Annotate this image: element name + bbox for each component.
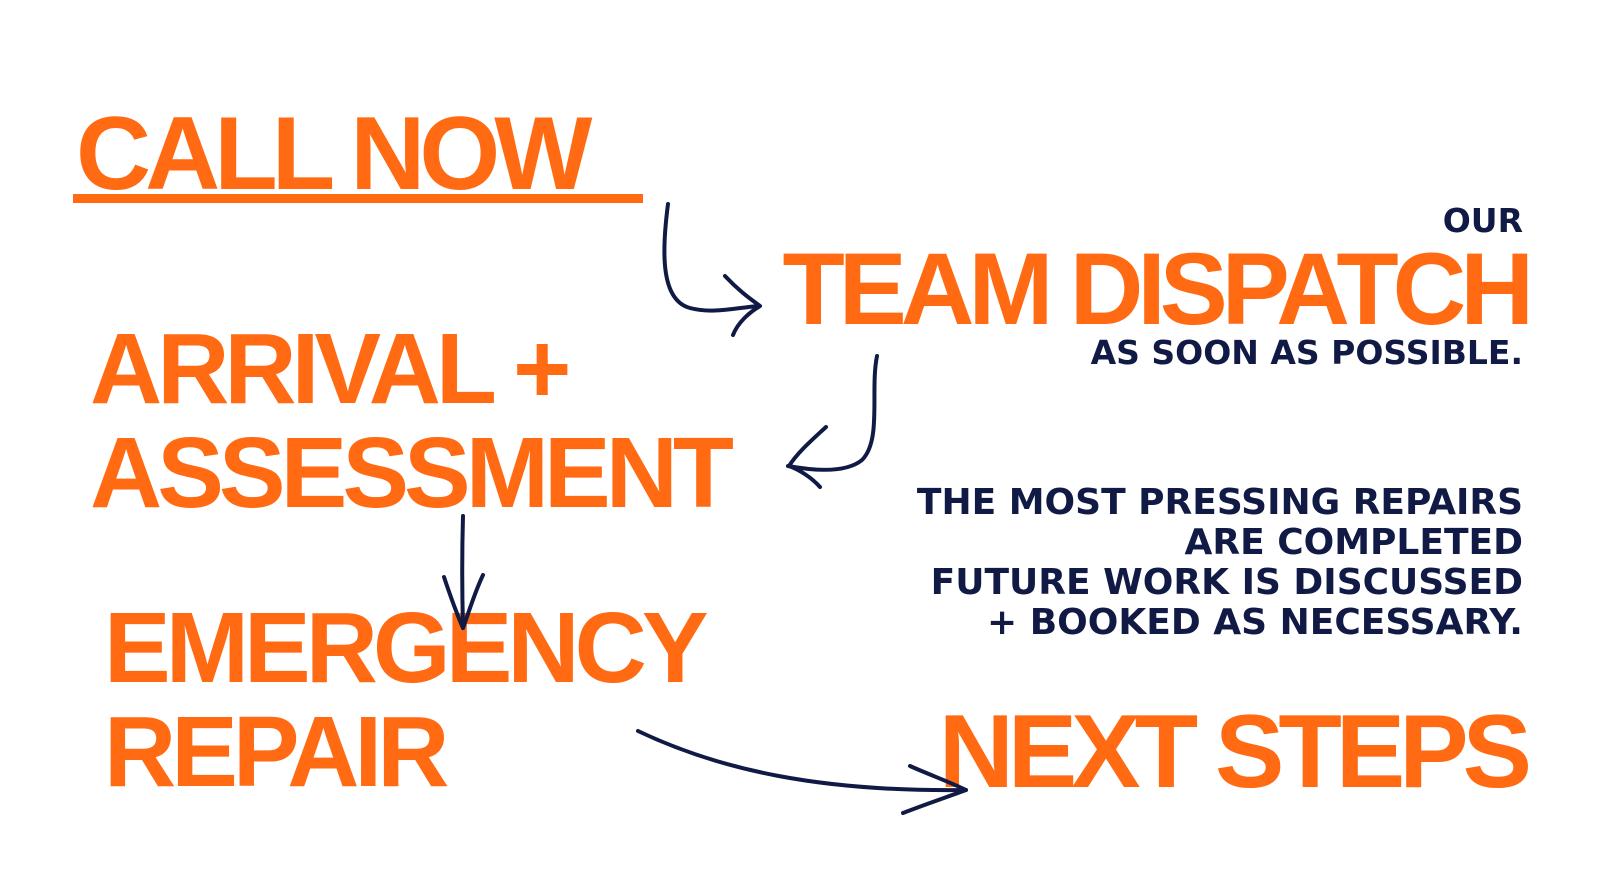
arrow-call-to-dispatch [662, 202, 762, 337]
repairs-completed-note: THE MOST PRESSING REPAIRS ARE COMPLETED … [917, 483, 1523, 643]
asap-label: AS SOON AS POSSIBLE. [1090, 333, 1523, 372]
emergency-heading-line2: REPAIR [104, 696, 449, 808]
repairs-note-line: FUTURE WORK IS DISCUSSED [930, 562, 1523, 603]
arrival-heading-line2: ASSESSMENT [90, 417, 734, 529]
next-steps-heading: NEXT STEPS [938, 694, 1532, 810]
call-now-heading[interactable]: CALL NOW [76, 96, 592, 212]
arrow-dispatch-to-arrival [786, 354, 879, 489]
emergency-heading-line1: EMERGENCY [104, 592, 709, 704]
call-now-underline [73, 194, 643, 203]
team-dispatch-heading: TEAM DISPATCH [782, 232, 1534, 346]
arrow-emergency-to-next [636, 729, 968, 815]
repairs-note-line: THE MOST PRESSING REPAIRS [916, 482, 1523, 523]
repairs-note-line: + BOOKED AS NECESSARY. [987, 602, 1523, 643]
arrival-heading-line1: ARRIVAL + [90, 313, 571, 425]
repairs-note-line: ARE COMPLETED [1184, 522, 1523, 563]
our-label: OUR [1442, 201, 1523, 240]
